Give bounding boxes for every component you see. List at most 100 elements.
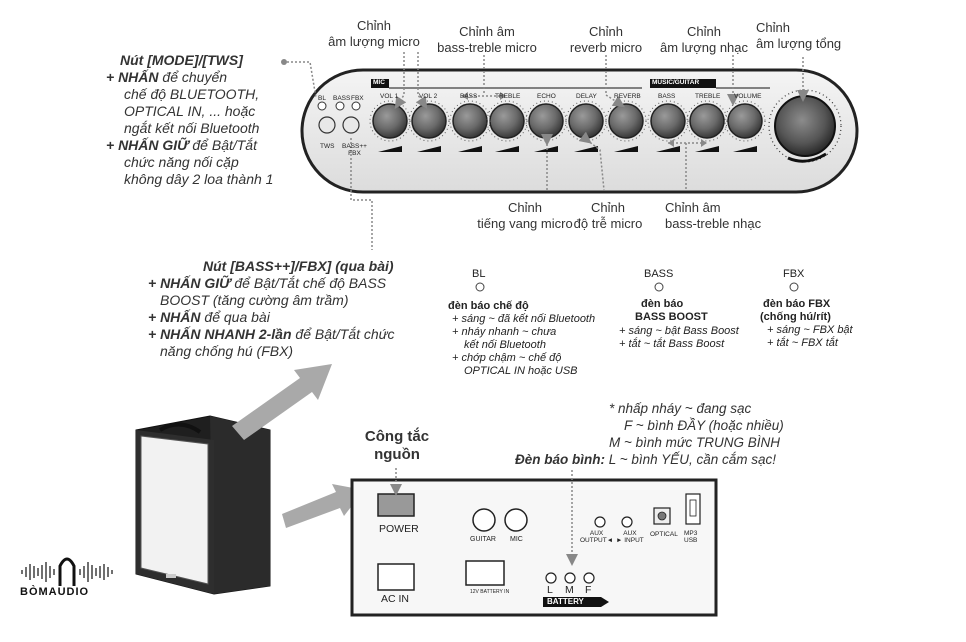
bass-line-5: năng chống hú (FBX) [160,343,294,359]
knob-label-music-bass: BASS [658,93,676,100]
callout-echo: Chỉnh tiếng vang micro [477,200,573,231]
bl-label: BL [318,95,326,102]
mode-tws-block: Nút [MODE]/[TWS] + NHẤN để chuyển chế độ… [106,52,273,188]
fbx-indicator-title2: (chống hú/rít) [760,311,831,323]
battery-in-socket [465,560,505,586]
power-switch-title-2: nguồn [374,446,420,463]
music-tag-box [650,79,716,88]
mic-tag-box [371,79,389,88]
mode-line-4: ngắt kết nối Bluetooth [124,120,260,136]
guitar-label: GUITAR [470,536,496,543]
knob-label-vol1: VOL 1 [380,93,399,100]
callout-master-volume: Chỉnh âm lượng tổng [756,20,842,51]
bl-led [317,101,327,111]
speaker-cabinet [135,415,271,595]
bass-line-3: + NHẤN để qua bài [148,309,270,325]
battery-note-l4: Đèn báo bình: L ~ bình YẾU, cần cắm sạc! [515,452,776,467]
mode-line-3: OPTICAL IN, ... hoặc [124,103,256,119]
optical-label: OPTICAL [650,531,678,538]
fbx-indicator-label: FBX [783,268,805,280]
battery-tag-label: BATTERY [547,597,584,606]
level-wedges [378,146,757,152]
grey-arrows [232,364,364,528]
fbx-led [351,101,361,111]
master-volume-knob [774,95,836,157]
batt-f-label: F [585,584,592,596]
bass-fbx-block: Nút [BASS++]/FBX] (qua bài) + NHẤN GIỮ đ… [148,258,395,360]
mode-title: Nút [MODE]/[TWS] [120,52,243,68]
bass-title: Nút [BASS++]/FBX] (qua bài) [203,258,394,274]
mode-line-7: không dây 2 loa thành 1 [124,171,274,187]
callout-delay: Chỉnh độ trễ micro [573,200,643,231]
bl-line-1: + nháy nhanh ~ chưa [452,326,557,338]
bass-ind-line-1: + tắt ~ tắt Bass Boost [619,338,725,350]
knob-label-reverb: REVERB [614,93,641,100]
logo-waveform [21,562,113,582]
mp3-usb-label: MP3 USB [684,530,698,544]
fbx-indicator [789,282,799,292]
power-switch-title: Công tắc nguồn [356,428,438,464]
bass-line-2: BOOST (tăng cường âm trầm) [160,292,349,308]
mic-tag: MIC [373,79,385,86]
knob-label-delay: DELAY [576,93,597,100]
bass-line-1: + NHẤN GIỮ để Bật/Tắt chế độ BASS [148,275,387,291]
ac-in-label: AC IN [381,593,410,605]
knobs [369,100,766,142]
bass-indicator-label: BASS [644,268,674,280]
bl-indicator-title: đèn báo chế độ [448,300,529,312]
rear-panel [350,478,718,617]
mode-tws-button [318,116,336,134]
bl-line-0: + sáng ~ đã kết nối Bluetooth [452,313,596,325]
guitar-jack [472,508,496,532]
bl-indicator [475,282,485,292]
mic-label: MIC [510,536,523,543]
bass-ind-line-0: + sáng ~ bật Bass Boost [619,325,739,337]
bl-line-2: kết nối Bluetooth [464,339,546,351]
callout-music-bass-treble: Chỉnh âm bass-treble nhạc [665,200,762,231]
battery-note-l3: M ~ bình mức TRUNG BÌNH [609,435,780,450]
bass-fbx-label: BASS++ FBX [342,143,367,157]
mic-jack [504,508,528,532]
bass-indicator-title1: đèn báo [641,298,684,310]
ac-in-socket [377,563,415,591]
fbx-indicator-title1: đèn báo FBX [763,298,831,310]
knob-label-bass: BASS [460,93,478,100]
callout-mic-volume: Chỉnh âm lượng micro [328,18,420,49]
mode-line-6: chức năng nối cặp [124,154,239,170]
mode-line-2: chế độ BLUETOOTH, [124,86,260,102]
battery-note-l2: F ~ bình ĐẦY (hoặc nhiều) [624,418,784,433]
callout-mic-bass-treble: Chỉnh âm bass-treble micro [437,24,537,55]
power-label: POWER [379,523,419,535]
aux-output-label: AUX OUTPUT◄ [580,530,614,544]
knob-label-vol2: VOL 2 [419,93,438,100]
bass-indicator [654,282,664,292]
tws-label: TWS [320,143,335,150]
batt-m-label: M [565,584,574,596]
battery-note: * nhấp nháy ~ đang sạc F ~ bình ĐẦY (hoặ… [515,400,784,468]
fbx-label: FBX [351,95,364,102]
knob-label-music-treble: TREBLE [695,93,721,100]
callout-music-volume: Chỉnh âm lượng nhạc [659,24,749,55]
battery-tag [543,597,601,607]
mode-line-5: + NHẤN GIỮ để Bật/Tắt [106,137,257,153]
bass-label: BASS [333,95,351,102]
power-switch [377,493,415,517]
bass-fbx-button [342,116,360,134]
batt-l-label: L [547,584,553,596]
bass-line-4: + NHẤN NHANH 2-lần để Bật/Tắt chức [148,326,395,342]
bl-indicator-label: BL [472,268,486,280]
power-switch-title-1: Công tắc [364,428,430,445]
knob-label-treble: TREBLE [495,93,521,100]
music-guitar-tag: MUSIC/GUITAR [652,79,700,86]
fbx-ind-line-1: + tắt ~ FBX tắt [767,337,838,349]
bass-indicator-title2: BASS BOOST [635,311,708,323]
knob-label-echo: ECHO [537,93,556,100]
battery-note-l1: * nhấp nháy ~ đang sạc [609,401,752,416]
mode-line-1: + NHẤN để chuyển [106,69,228,85]
bl-line-3: + chớp chậm ~ chế độ [452,352,562,364]
knob-label-volume: VOLUME [734,93,762,100]
bl-line-4: OPTICAL IN hoặc USB [464,365,578,377]
bass-led [335,101,345,111]
aux-input-label: AUX ► INPUT [616,530,644,544]
